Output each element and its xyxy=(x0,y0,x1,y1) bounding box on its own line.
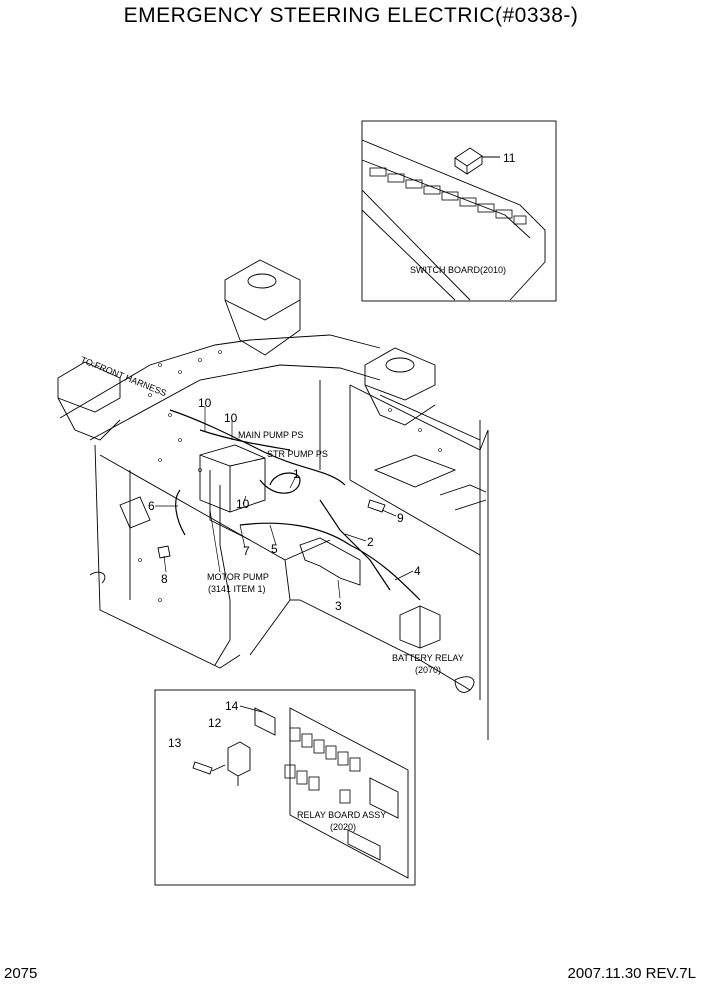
page-number: 2075 xyxy=(4,965,38,982)
battery-relay-ref-label: (2070) xyxy=(415,665,441,675)
bolt-9-icon xyxy=(367,499,386,513)
callout-5: 5 xyxy=(271,542,278,556)
switch-board-inset xyxy=(361,120,557,302)
bracket-3-icon xyxy=(299,537,361,586)
callout-1: 1 xyxy=(293,467,300,481)
callout-11: 11 xyxy=(503,151,516,165)
callout-13: 13 xyxy=(168,736,182,750)
switch-board-label: SWITCH BOARD(2010) xyxy=(410,265,506,275)
str-pump-ps-label: STR PUMP PS xyxy=(267,449,328,459)
motor-pump-item-label: (3141 ITEM 1) xyxy=(208,584,266,594)
callout-6: 6 xyxy=(148,499,155,513)
callout-2: 2 xyxy=(367,535,374,549)
relay-board-inset xyxy=(154,689,416,886)
frame-structure xyxy=(57,259,489,740)
leader-lines xyxy=(155,406,414,599)
motor-pump-label: MOTOR PUMP xyxy=(207,572,269,582)
relay-board-ref-label: (2020) xyxy=(330,822,356,832)
callout-7: 7 xyxy=(243,544,250,558)
front-harness-label: TO:FRONT HARNESS xyxy=(79,355,168,399)
rocker-switch-icon xyxy=(454,147,483,175)
callout-9: 9 xyxy=(397,511,404,525)
callout-8: 8 xyxy=(161,572,168,586)
callout-4: 4 xyxy=(414,564,421,578)
callout-14: 14 xyxy=(225,699,239,713)
battery-relay-label: BATTERY RELAY xyxy=(392,653,464,663)
wire-harness xyxy=(169,409,421,601)
relay-board-label: RELAY BOARD ASSY xyxy=(297,810,386,820)
relay-block-icons xyxy=(284,727,361,804)
callout-10a: 10 xyxy=(198,396,212,410)
page-title: EMERGENCY STEERING ELECTRIC(#0338-) xyxy=(123,4,579,27)
callout-10b: 10 xyxy=(224,411,238,425)
callout-12: 12 xyxy=(208,716,222,730)
callout-10c: 10 xyxy=(236,497,250,511)
main-pump-ps-label: MAIN PUMP PS xyxy=(238,430,303,440)
bolt-8-icon xyxy=(157,545,171,559)
battery-relay-icon xyxy=(399,605,441,649)
revision-date: 2007.11.30 REV.7L xyxy=(567,965,696,982)
motor-pump xyxy=(199,444,266,666)
callout-3: 3 xyxy=(335,599,342,613)
